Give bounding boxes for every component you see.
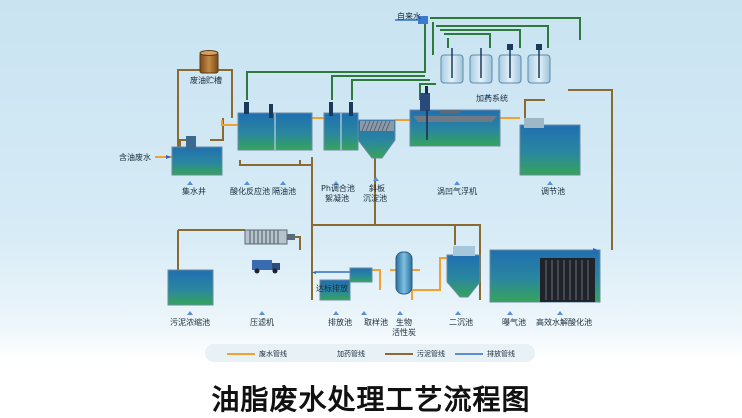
sampling-tank-label: 取样池 — [364, 318, 388, 327]
legend: 废水管线 加药管线 污泥管线 排放管线 — [205, 344, 535, 362]
secondary-clarifier — [446, 246, 481, 298]
label-markers — [187, 94, 563, 315]
aeration-hydrolysis-basin — [489, 249, 601, 303]
air-flotation-label: 涡凹气浮机 — [437, 187, 477, 196]
legend-label-dosing: 加药管线 — [337, 350, 365, 358]
waste-oil-tank-label: 废油贮槽 — [190, 76, 222, 85]
discharge-compliant-label: 达标排放 — [316, 284, 348, 293]
acidification-tank-label: 酸化反应池 — [230, 187, 270, 196]
oily-wastewater-label: 含油废水 — [119, 153, 151, 162]
tap-water-valve — [418, 16, 428, 24]
acid-oil-tank — [237, 102, 313, 151]
air-flotation-unit — [409, 86, 501, 147]
collection-well-label: 集水井 — [182, 187, 206, 196]
legend-swatch-sludge — [385, 353, 413, 355]
ph-coag-tank — [323, 102, 359, 151]
carbon-column — [395, 251, 413, 295]
filter-press-unit — [244, 229, 295, 245]
collection-well-tank — [171, 136, 223, 176]
bio-carbon-label-2: 活性炭 — [392, 328, 416, 337]
legend-label-sludge: 污泥管线 — [417, 350, 445, 358]
sludge-thickener-tank — [167, 269, 214, 306]
legend-swatch-discharge — [455, 353, 483, 355]
oil-separation-label: 隔油池 — [272, 187, 296, 196]
flow-arrows — [166, 155, 598, 274]
diagram-title: 油脂废水处理工艺流程图 — [211, 383, 531, 416]
aeration-tank-label: 曝气池 — [502, 318, 526, 327]
inclined-plate-label-2: 沉淀池 — [363, 194, 387, 203]
oxidation-tank-label: 高效水解酸化池 — [536, 318, 592, 327]
legend-swatch-wastewater — [227, 353, 255, 355]
legend-label-discharge: 排放管线 — [487, 350, 515, 358]
discharge-tank-label: 排放池 — [328, 318, 352, 327]
inclined-settler — [357, 119, 396, 159]
bio-carbon-label-1: 生物 — [396, 318, 412, 327]
secondary-settling-label: 二沉池 — [449, 318, 473, 327]
dosing-pipelines — [246, 17, 581, 100]
small-tanks — [319, 267, 373, 301]
tap-water-label: 自来水 — [397, 12, 421, 21]
ph-mixing-label: Ph调合池 — [321, 184, 355, 193]
equalization-basin — [519, 118, 581, 176]
filter-press-label: 压滤机 — [250, 318, 274, 327]
inclined-plate-label-1: 斜板 — [369, 184, 385, 193]
sludge-thickener-label: 污泥浓缩池 — [170, 318, 210, 327]
legend-label-wastewater: 废水管线 — [259, 350, 287, 358]
coagulation-label: 絮凝池 — [325, 194, 349, 203]
equalization-tank-label: 调节池 — [541, 187, 565, 196]
waste-oil-drum — [199, 50, 219, 74]
dosing-system-label: 加药系统 — [476, 94, 508, 103]
dosing-tanks — [440, 44, 551, 84]
sludge-truck — [252, 260, 280, 274]
